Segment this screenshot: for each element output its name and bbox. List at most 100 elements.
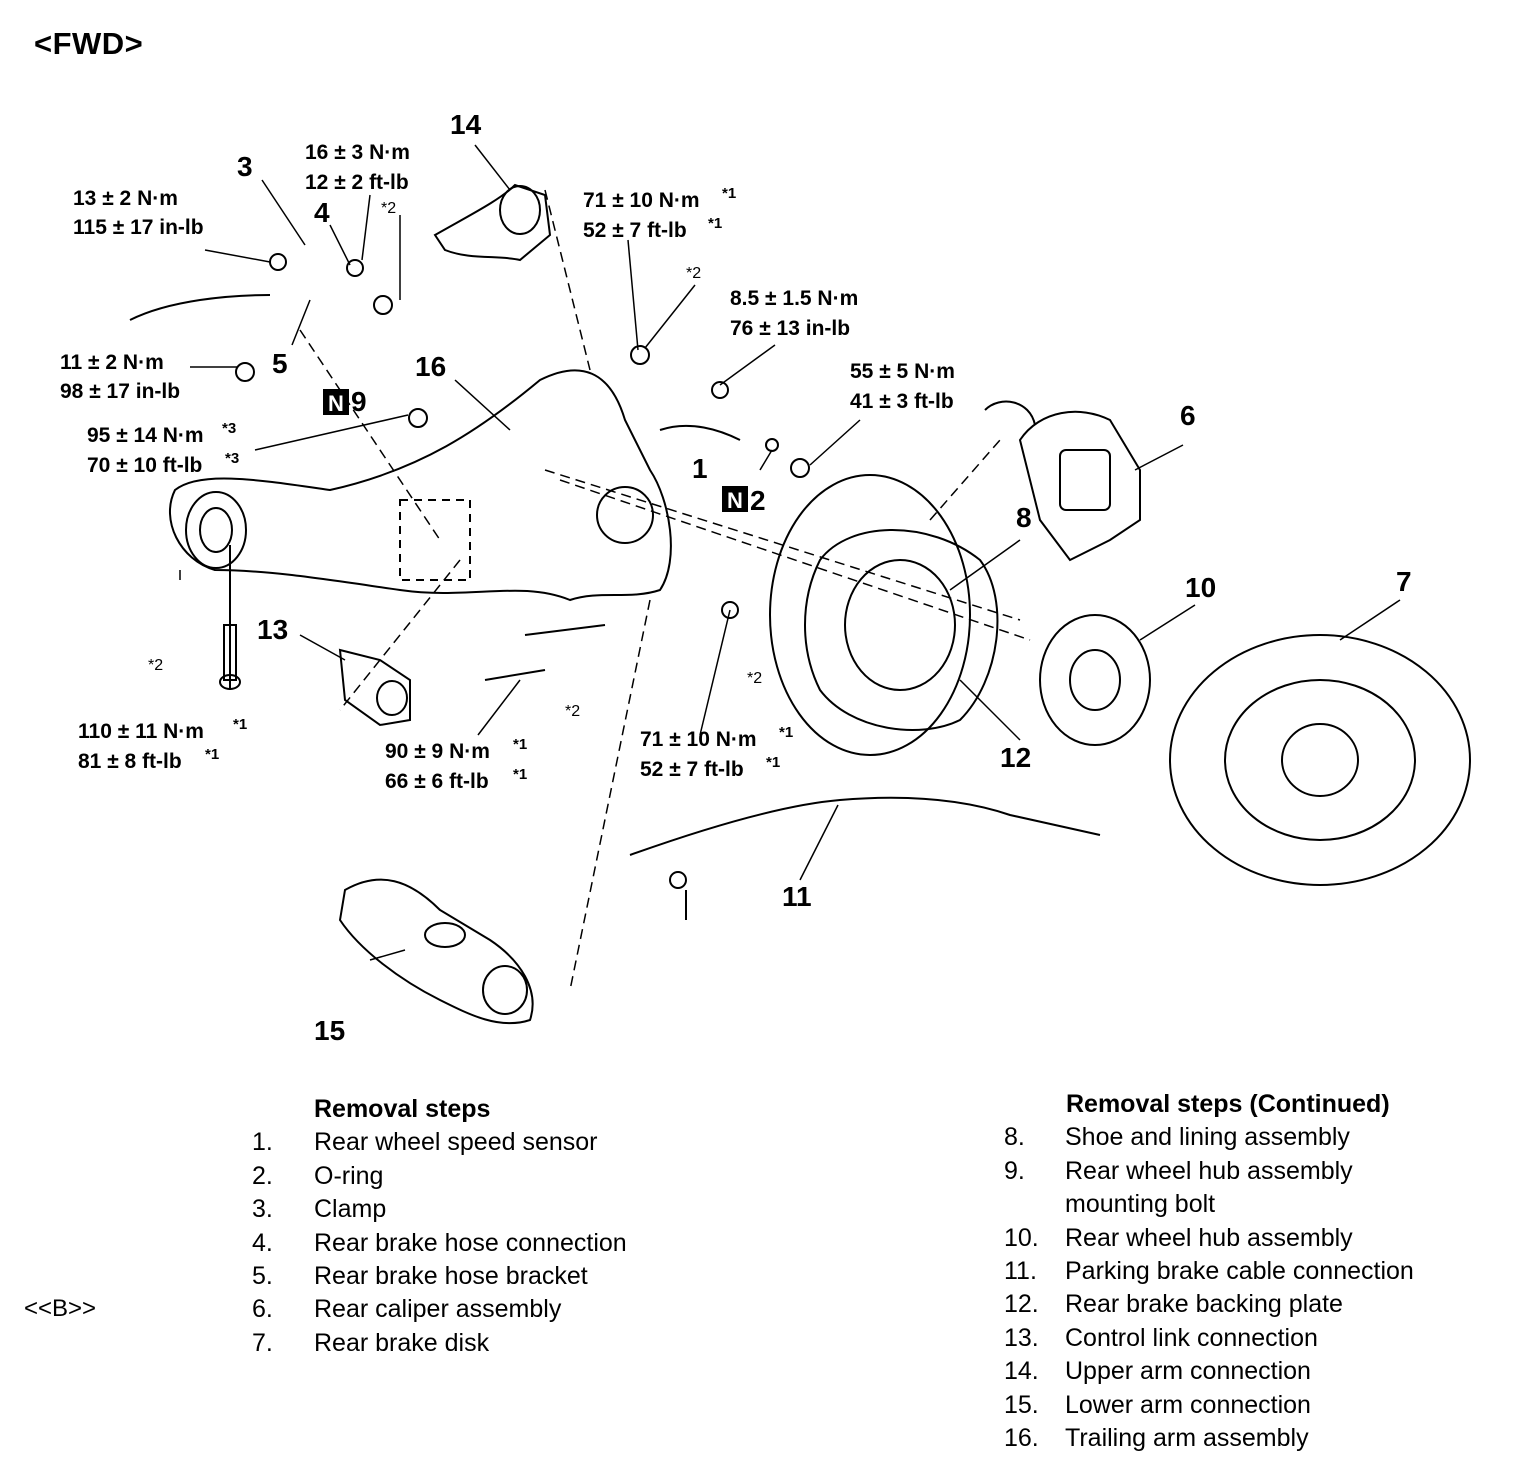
torque-95: 95 ± 14 N·m *3 70 ± 10 ft-lb *3: [87, 420, 239, 477]
list-item: 1.Rear wheel speed sensor: [252, 1128, 598, 1157]
svg-text:*3: *3: [222, 420, 236, 437]
bolt-95: [408, 408, 428, 428]
speed-sensor-wire: [659, 424, 741, 441]
list-item-continuation: mounting bolt: [1065, 1190, 1216, 1219]
torque-8-5: 8.5 ± 1.5 N·m 76 ± 13 in-lb: [730, 287, 858, 340]
svg-text:66 ± 6 ft-lb: 66 ± 6 ft-lb: [385, 770, 489, 793]
list-item: 4.Rear brake hose connection: [252, 1228, 627, 1257]
callout-12: 12: [1000, 742, 1031, 773]
svg-text:12 ± 2 ft-lb: 12 ± 2 ft-lb: [305, 171, 409, 194]
list-item: 2.O-ring: [252, 1161, 384, 1190]
list-item: 15.Lower arm connection: [1004, 1390, 1311, 1419]
list-item: 9.Rear wheel hub assembly: [1004, 1156, 1353, 1185]
mounting-bolt-vertical: [223, 624, 237, 681]
torque-71b: 71 ± 10 N·m *1 52 ± 7 ft-lb *1: [640, 724, 793, 781]
callout-3: 3: [237, 151, 253, 182]
callout-5: 5: [272, 348, 288, 379]
svg-text:*1: *1: [205, 746, 219, 763]
callout-1: 1: [692, 453, 708, 484]
svg-text:71 ± 10 N·m: 71 ± 10 N·m: [640, 728, 757, 751]
svg-text:N: N: [727, 488, 743, 513]
control-link-bushing: [376, 680, 408, 716]
torque-90: 90 ± 9 N·m *1 66 ± 6 ft-lb *1: [385, 736, 527, 793]
callout-16: 16: [415, 351, 446, 382]
lower-arm-outline: [338, 878, 534, 1025]
lower-arm-bushing: [482, 965, 528, 1015]
parking-brake-cable: [629, 796, 1101, 856]
brake-hose-line: [129, 294, 271, 321]
svg-text:N: N: [328, 391, 344, 416]
removal-steps-right: Removal steps (Continued) 8.Shoe and lin…: [1004, 1088, 1414, 1455]
svg-text:2: 2: [750, 485, 766, 516]
callout-7: 7: [1396, 566, 1412, 597]
list-item: 3.Clamp: [252, 1195, 387, 1224]
svg-text:70 ± 10 ft-lb: 70 ± 10 ft-lb: [87, 454, 202, 477]
trailing-arm-outline: [169, 369, 672, 602]
svg-text:90 ± 9 N·m: 90 ± 9 N·m: [385, 740, 490, 763]
list-item: 5.Rear brake hose bracket: [252, 1262, 588, 1291]
svg-text:98 ± 17 in-lb: 98 ± 17 in-lb: [60, 380, 180, 403]
torque-16: 16 ± 3 N·m 12 ± 2 ft-lb: [305, 141, 410, 194]
bolt-85: [711, 381, 729, 399]
svg-text:11 ± 2 N·m: 11 ± 2 N·m: [60, 351, 164, 374]
badge-n2: N 2: [722, 485, 766, 516]
svg-text:9: 9: [351, 386, 367, 417]
svg-text:76 ± 13 in-lb: 76 ± 13 in-lb: [730, 317, 850, 340]
upper-arm-outline: [433, 183, 552, 262]
svg-text:*1: *1: [233, 716, 247, 733]
rear-suspension-exploded-diagram: 14 3 4 5 16 1 6 8 10 7 13 12 11 15 N 9 N…: [60, 109, 1471, 1046]
svg-text:*3: *3: [225, 450, 239, 467]
hose-bolt-star2: [373, 295, 393, 315]
callout-10: 10: [1185, 572, 1216, 603]
oring-2: [765, 438, 779, 452]
svg-text:8.5 ± 1.5 N·m: 8.5 ± 1.5 N·m: [730, 287, 858, 310]
svg-text:110 ± 11 N·m: 110 ± 11 N·m: [78, 720, 204, 743]
badge-n9: N 9: [323, 386, 367, 417]
note-star2-hose: *2: [381, 200, 396, 217]
callout-13: 13: [257, 614, 288, 645]
list-item: 6.Rear caliper assembly: [252, 1295, 562, 1324]
hose-connection-4: [346, 259, 364, 277]
list-item: 16.Trailing arm assembly: [1004, 1424, 1309, 1453]
note-star2-bolt: *2: [148, 657, 163, 674]
removal-steps-left: Removal steps 1.Rear wheel speed sensor …: [252, 1093, 627, 1360]
note-star2-hub: *2: [747, 670, 762, 687]
svg-text:*1: *1: [513, 736, 527, 753]
removal-steps-heading: Removal steps: [314, 1095, 491, 1123]
hub-bore: [1069, 649, 1121, 711]
torque-55: 55 ± 5 N·m 41 ± 3 ft-lb: [850, 360, 955, 413]
trailing-arm-bushing: [185, 491, 247, 569]
nut-13: [269, 253, 287, 271]
nut-71a: [630, 345, 650, 365]
backing-plate-outline: [804, 529, 999, 731]
bolt-11: [235, 362, 255, 382]
brake-disk-inner: [1224, 679, 1416, 841]
nut-71b: [721, 601, 739, 619]
callout-8: 8: [1016, 502, 1032, 533]
bolt-55: [790, 458, 810, 478]
list-item: 12.Rear brake backing plate: [1004, 1290, 1343, 1319]
procedure-mark-b: <<B>>: [24, 1295, 97, 1322]
torque-13: 13 ± 2 N·m 115 ± 17 in-lb: [73, 187, 204, 239]
callout-4: 4: [314, 197, 330, 228]
list-item: 11.Parking brake cable connection: [1004, 1257, 1414, 1286]
svg-text:*1: *1: [513, 766, 527, 783]
bolt-90-lower: [484, 669, 546, 681]
svg-text:55 ± 5 N·m: 55 ± 5 N·m: [850, 360, 955, 383]
callout-14: 14: [450, 109, 482, 140]
torque-11: 11 ± 2 N·m 98 ± 17 in-lb: [60, 351, 180, 403]
brake-disk-hub: [1281, 723, 1359, 797]
upper-arm-bushing: [499, 185, 541, 235]
callout-15: 15: [314, 1015, 345, 1046]
note-star2-nut: *2: [686, 265, 701, 282]
hub-mount-bore: [596, 486, 654, 544]
svg-text:*1: *1: [779, 724, 793, 741]
svg-text:16 ± 3 N·m: 16 ± 3 N·m: [305, 141, 410, 164]
torque-71a: 71 ± 10 N·m *1 52 ± 7 ft-lb *1: [583, 185, 736, 242]
parking-cable-clip: [669, 871, 687, 889]
svg-text:95 ± 14 N·m: 95 ± 14 N·m: [87, 424, 204, 447]
list-item: 7.Rear brake disk: [252, 1328, 490, 1357]
callout-11: 11: [782, 881, 812, 912]
caliper-piston: [1059, 449, 1111, 511]
svg-text:13 ± 2 N·m: 13 ± 2 N·m: [73, 187, 178, 210]
